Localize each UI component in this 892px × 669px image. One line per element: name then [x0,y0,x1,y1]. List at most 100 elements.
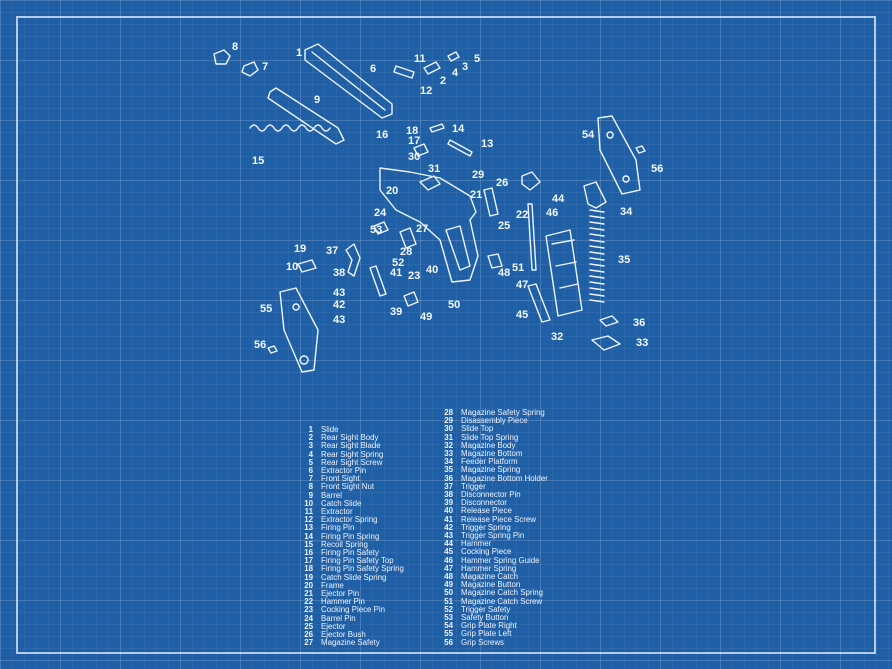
legend-item-name: Ejector [321,621,346,631]
legend-item-name: Front Sight [321,474,360,484]
legend-item-name: Recoil Spring [321,539,368,549]
legend-item-number: 14 [304,531,313,541]
callout-label: 5 [474,53,480,65]
legend-item-name: Cocking Piece Pin [321,605,386,615]
legend-item-number: 34 [444,457,453,467]
callout-label: 50 [448,299,460,311]
callout-label: 16 [376,129,388,141]
part-grip-screw [267,345,278,354]
legend-item-name: Rear Sight Body [321,433,379,443]
part-slide-top [413,143,429,157]
callout-label: 56 [651,163,663,175]
callout-label: 40 [426,264,438,276]
legend-item-name: Catch Slide [321,498,362,508]
legend-item-number: 15 [304,539,313,549]
blueprint-border [16,16,876,654]
part-disconnector [369,265,387,297]
callout-label: 28 [400,246,412,258]
legend-item-number: 51 [444,596,453,606]
part-hammer-spring-guide [527,203,537,271]
part-recoil-spring [249,124,331,132]
legend-item-number: 12 [304,515,313,525]
part-rear-sight-blade [447,51,460,62]
legend-item-number: 53 [444,613,453,623]
callout-label: 29 [472,169,484,181]
legend-item-number: 25 [304,621,313,631]
legend-item-number: 22 [304,597,313,607]
callout-label: 14 [452,123,465,135]
legend-item-number: 55 [444,629,453,639]
callout-label: 6 [370,63,376,75]
callout-label: 33 [636,337,648,349]
callout-label: 55 [260,303,272,315]
callout-label: 25 [498,220,510,232]
legend-item-name: Cocking Piece [461,547,512,557]
callout-label: 47 [516,279,528,291]
callout-label: 1 [296,47,302,59]
callout-label: 35 [618,254,630,266]
legend-item-number: 11 [304,507,313,517]
legend-item-name: Grip Plate Right [461,621,517,631]
legend-item-number: 17 [304,556,313,566]
callout-label: 3 [462,61,468,73]
part-release-piece [399,227,417,249]
legend-item-number: 24 [304,613,313,623]
callout-label: 17 [408,135,420,147]
legend-item-name: Extractor Pin [321,466,367,476]
legend-item-name: Grip Plate Left [461,629,512,639]
legend-item-name: Slide Top [461,424,494,434]
legend-item-name: Ejector Pin [321,589,360,599]
callout-label: 42 [333,299,345,311]
part-magazine-bottom-holder [599,315,619,327]
part-trigger [345,243,361,277]
callout-label: 4 [452,67,459,79]
callout-label: 45 [516,309,528,321]
legend-item-number: 39 [444,498,453,508]
callout-label: 7 [262,61,268,73]
part-magazine-button [403,291,419,307]
legend-item-number: 35 [444,465,453,475]
part-ejector [483,187,499,217]
legend-item-name: Front Sight Nut [321,482,375,492]
legend-item-name: Firing Pin Spring [321,531,380,541]
legend-item-name: Hammer [461,539,492,549]
callout-label: 20 [386,185,398,197]
part-grip-screw [635,145,646,154]
legend-item-number: 19 [304,572,313,582]
legend-item-number: 41 [444,514,453,524]
legend-item: 34 Feeder Platform [440,458,548,466]
legend-item-number: 28 [444,408,453,417]
legend-item-number: 37 [444,481,453,491]
legend-item-number: 23 [304,605,313,615]
legend-item-number: 52 [444,604,453,614]
legend-item-name: Firing Pin Safety Spring [321,564,404,574]
legend-item-name: Feeder Platform [461,457,518,467]
callout-label: 9 [314,94,320,106]
callout-label: 43 [333,287,345,299]
callout-label: 44 [552,193,565,205]
